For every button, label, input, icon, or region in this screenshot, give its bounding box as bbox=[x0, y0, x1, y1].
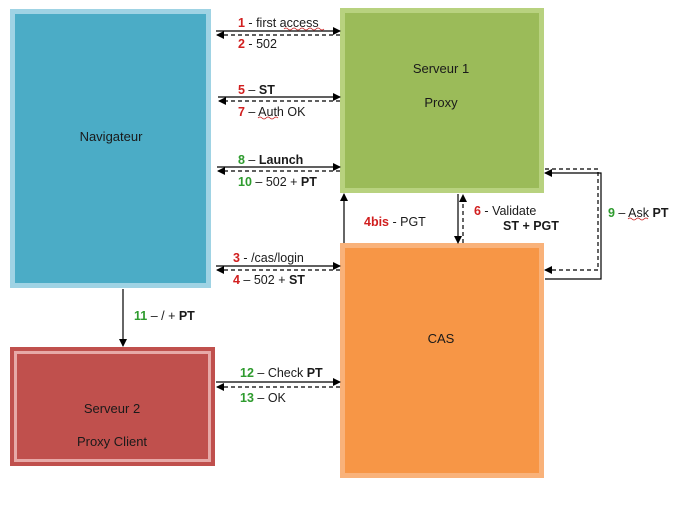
navigateur-box bbox=[15, 14, 206, 283]
node-navigateur: Navigateur bbox=[10, 9, 211, 288]
navigateur-label: Navigateur bbox=[80, 129, 144, 144]
label-2: 2 - 502 bbox=[238, 37, 277, 51]
node-cas: CAS bbox=[340, 243, 544, 478]
label-13: 13 – OK bbox=[240, 391, 287, 405]
serveur1-label: Serveur 1 bbox=[413, 61, 469, 76]
serveur2-sublabel: Proxy Client bbox=[77, 434, 147, 449]
serveur2-label: Serveur 2 bbox=[84, 401, 140, 416]
label-6-line2: ST + PGT bbox=[503, 219, 559, 233]
label-11: 11 – / + PT bbox=[134, 309, 195, 323]
label-1: 1 - first access bbox=[238, 16, 319, 30]
spellcheck-underline bbox=[257, 116, 279, 120]
label-12: 12 – Check PT bbox=[240, 366, 323, 380]
label-3: 3 - /cas/login bbox=[233, 251, 304, 265]
arrow-9-reply bbox=[544, 169, 602, 280]
cas-label: CAS bbox=[428, 331, 455, 346]
spellcheck-underline bbox=[627, 217, 649, 221]
node-serveur2: Serveur 2 Proxy Client bbox=[10, 347, 215, 466]
label-10: 10 – 502 + PT bbox=[238, 175, 317, 189]
serveur2-box bbox=[17, 354, 208, 459]
label-4bis: 4bis - PGT bbox=[364, 215, 426, 229]
spellcheck-underline bbox=[283, 27, 325, 31]
label-9: 9 – Ask PT bbox=[608, 206, 669, 220]
serveur1-box bbox=[345, 13, 539, 188]
label-8: 8 – Launch bbox=[238, 153, 303, 167]
label-6: 6 - Validate bbox=[474, 204, 536, 218]
node-serveur1: Serveur 1 Proxy bbox=[340, 8, 544, 193]
label-4: 4 – 502 + ST bbox=[233, 273, 305, 287]
serveur1-sublabel: Proxy bbox=[424, 95, 458, 110]
cas-box bbox=[345, 248, 539, 473]
label-7: 7 – Auth OK bbox=[238, 105, 306, 119]
label-5: 5 – ST bbox=[238, 83, 275, 97]
